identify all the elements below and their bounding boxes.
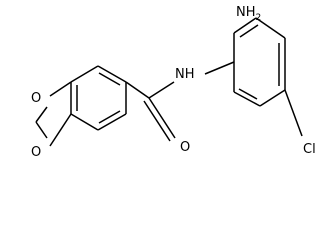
molecule-drawing: NH2 NH O O O Cl (31, 5, 316, 160)
bond-line (148, 81, 175, 99)
bond-line (239, 24, 259, 38)
bond-line (70, 113, 99, 131)
bond-line (259, 89, 286, 107)
bond-line (143, 100, 171, 142)
bond-line (204, 61, 235, 75)
bond-line (98, 72, 121, 86)
bond-line (97, 113, 127, 131)
ring-oxygen-bottom-label: O (31, 145, 41, 160)
bond-line (35, 106, 48, 123)
bond-line (49, 113, 72, 147)
bond-line (238, 88, 258, 100)
bond-line (125, 81, 150, 99)
structure-diagram: NH2 NH O O O Cl (31, 5, 316, 160)
ring-oxygen-top-label: O (31, 91, 41, 106)
amino-label: NH2 (236, 5, 261, 23)
bond-line (148, 97, 176, 139)
chlorine-label: Cl (303, 142, 316, 157)
carbonyl-oxygen-label: O (180, 140, 190, 155)
bond-line (233, 91, 261, 107)
bond-line (233, 17, 257, 34)
bond-line (70, 65, 99, 83)
bond-line (97, 65, 127, 83)
bond-line (35, 121, 48, 139)
bond-line (284, 89, 303, 137)
bond-line (98, 110, 121, 124)
bond-lines (35, 17, 303, 147)
bond-line (49, 81, 72, 97)
bond-line (255, 17, 286, 39)
amide-nh-label: NH (175, 67, 195, 82)
